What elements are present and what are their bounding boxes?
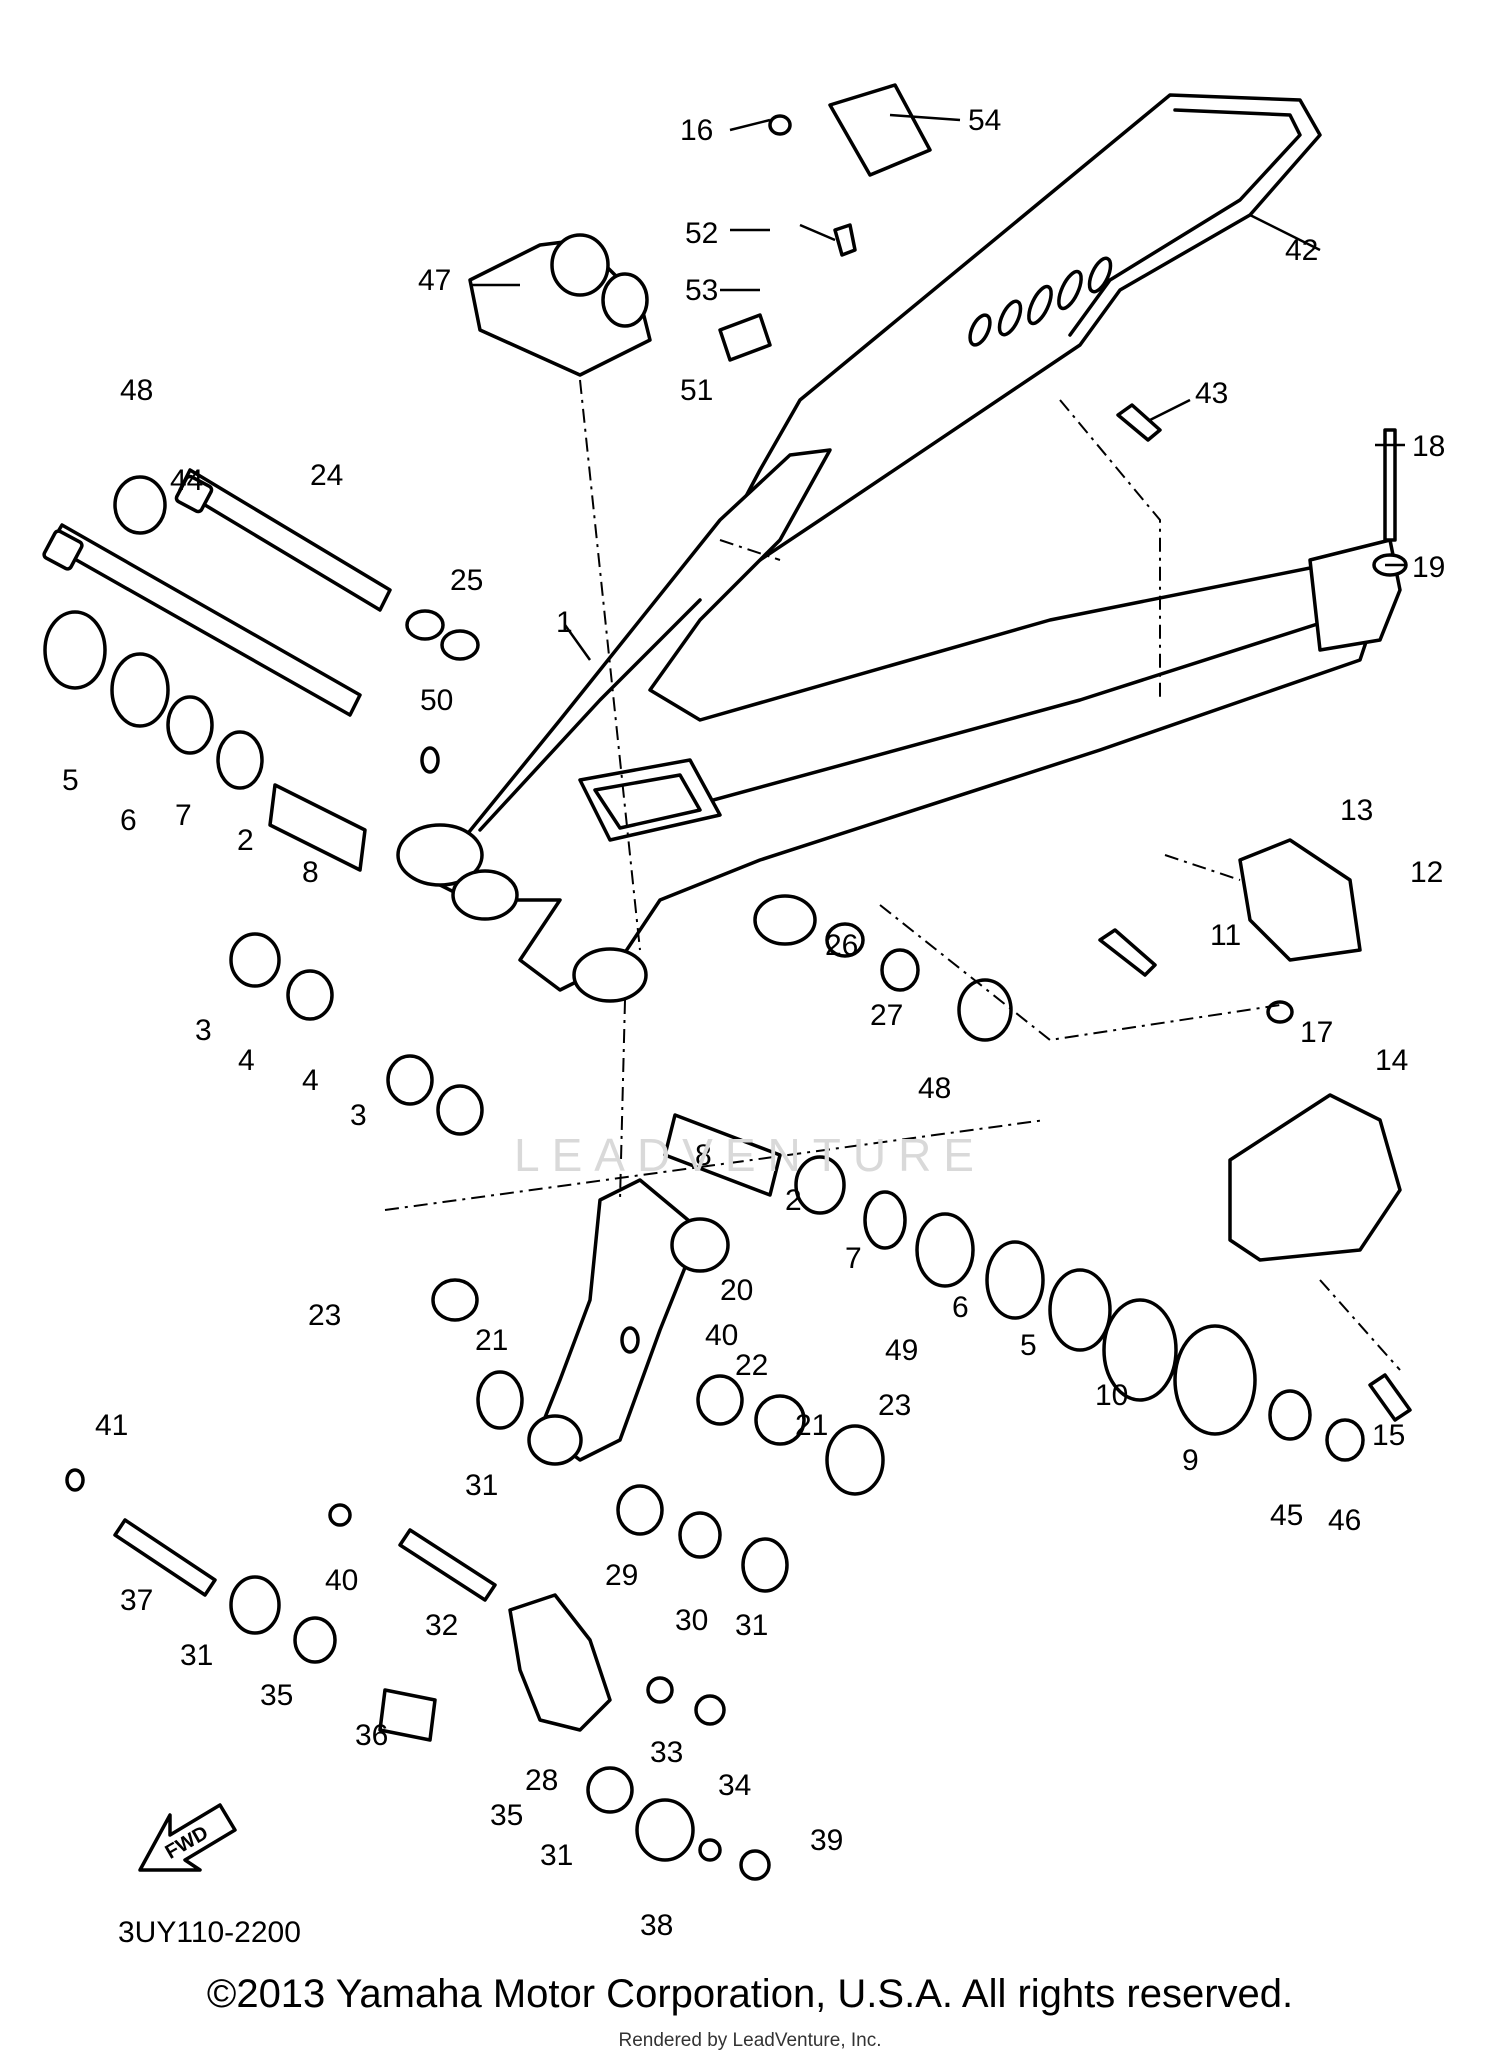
callout: 21 [795, 1409, 828, 1442]
callout: 34 [718, 1769, 751, 1802]
callout: 23 [308, 1299, 341, 1332]
callout: 49 [885, 1334, 918, 1367]
callout: 8 [695, 1139, 712, 1172]
fwd-arrow [138, 1803, 237, 1872]
callout: 6 [952, 1291, 969, 1324]
callout: 40 [325, 1564, 358, 1597]
callout: 22 [735, 1349, 768, 1382]
callout: 23 [878, 1389, 911, 1422]
callout: 53 [685, 274, 718, 307]
diagram-code: 3UY110-2200 [118, 1916, 301, 1949]
callout: 43 [1195, 377, 1228, 410]
callout: 5 [62, 764, 79, 797]
callout: 14 [1375, 1044, 1408, 1077]
callout: 3 [350, 1099, 367, 1132]
callout: 6 [120, 804, 137, 837]
callout: 2 [237, 824, 254, 857]
callout: 27 [870, 999, 903, 1032]
callout: 47 [418, 264, 451, 297]
assembly-lines [384, 379, 1401, 1371]
callout: 15 [1372, 1419, 1405, 1452]
pivot-bracket [468, 233, 652, 377]
pivot-shafts [42, 468, 392, 717]
callout: 10 [1095, 1379, 1128, 1412]
callout: 48 [918, 1072, 951, 1105]
lower-bolts [65, 83, 1412, 1742]
callout: 7 [845, 1242, 862, 1275]
callout: 48 [120, 374, 153, 407]
chain-guide [1228, 838, 1402, 1262]
callout: 35 [260, 1679, 293, 1712]
callout: 32 [425, 1609, 458, 1642]
callout: 40 [705, 1319, 738, 1352]
callout: 2 [785, 1184, 802, 1217]
callout: 35 [490, 1799, 523, 1832]
callout: 24 [310, 459, 343, 492]
relay-arm [431, 1178, 885, 1881]
callout: 50 [420, 684, 453, 717]
callout: 20 [720, 1274, 753, 1307]
callout: 12 [1410, 856, 1443, 889]
rendered-by-credit: Rendered by LeadVenture, Inc. [618, 2030, 882, 2051]
callout: 11 [1210, 919, 1241, 952]
callout: 3 [195, 1014, 212, 1047]
callout: 33 [650, 1736, 683, 1769]
callout: 26 [825, 929, 858, 962]
chain-guard [718, 93, 1322, 562]
callout: 31 [735, 1609, 768, 1642]
callout: 21 [475, 1324, 508, 1357]
callout: 28 [525, 1764, 558, 1797]
callout: 41 [95, 1409, 128, 1442]
leader-lines [470, 113, 1405, 661]
callout: 51 [680, 374, 713, 407]
callout: 5 [1020, 1329, 1037, 1362]
callout: 36 [355, 1719, 388, 1752]
callout: 54 [968, 104, 1001, 137]
callout: 13 [1340, 794, 1373, 827]
callout: 9 [1182, 1444, 1199, 1477]
callout: 16 [680, 114, 713, 147]
callout: 17 [1300, 1016, 1333, 1049]
callout: 38 [640, 1909, 673, 1942]
callout: 37 [120, 1584, 153, 1617]
callout: 8 [302, 856, 319, 889]
callout: 4 [302, 1064, 319, 1097]
callout: 42 [1285, 234, 1318, 267]
copyright-notice: ©2013 Yamaha Motor Corporation, U.S.A. A… [206, 1972, 1294, 2016]
callout: 18 [1412, 430, 1445, 463]
callout: 44 [170, 464, 203, 497]
callout: 1 [556, 606, 573, 639]
callout: 7 [175, 799, 192, 832]
callout: 39 [810, 1824, 843, 1857]
callout: 31 [540, 1839, 573, 1872]
right-bearing-stack [663, 922, 1365, 1462]
callout: 30 [675, 1604, 708, 1637]
callout: 31 [465, 1469, 498, 1502]
left-bearing-stack [43, 475, 484, 1136]
callout: 45 [1270, 1499, 1303, 1532]
callout: 46 [1328, 1504, 1361, 1537]
callout: 29 [605, 1559, 638, 1592]
callout: 25 [450, 564, 483, 597]
callout: 19 [1412, 551, 1445, 584]
callout: 52 [685, 217, 718, 250]
callout: 31 [180, 1639, 213, 1672]
callout-labels: 1 2 2 3 3 4 4 5 5 6 6 7 7 8 8 9 10 11 12… [62, 104, 1445, 1942]
callout: 4 [238, 1044, 255, 1077]
